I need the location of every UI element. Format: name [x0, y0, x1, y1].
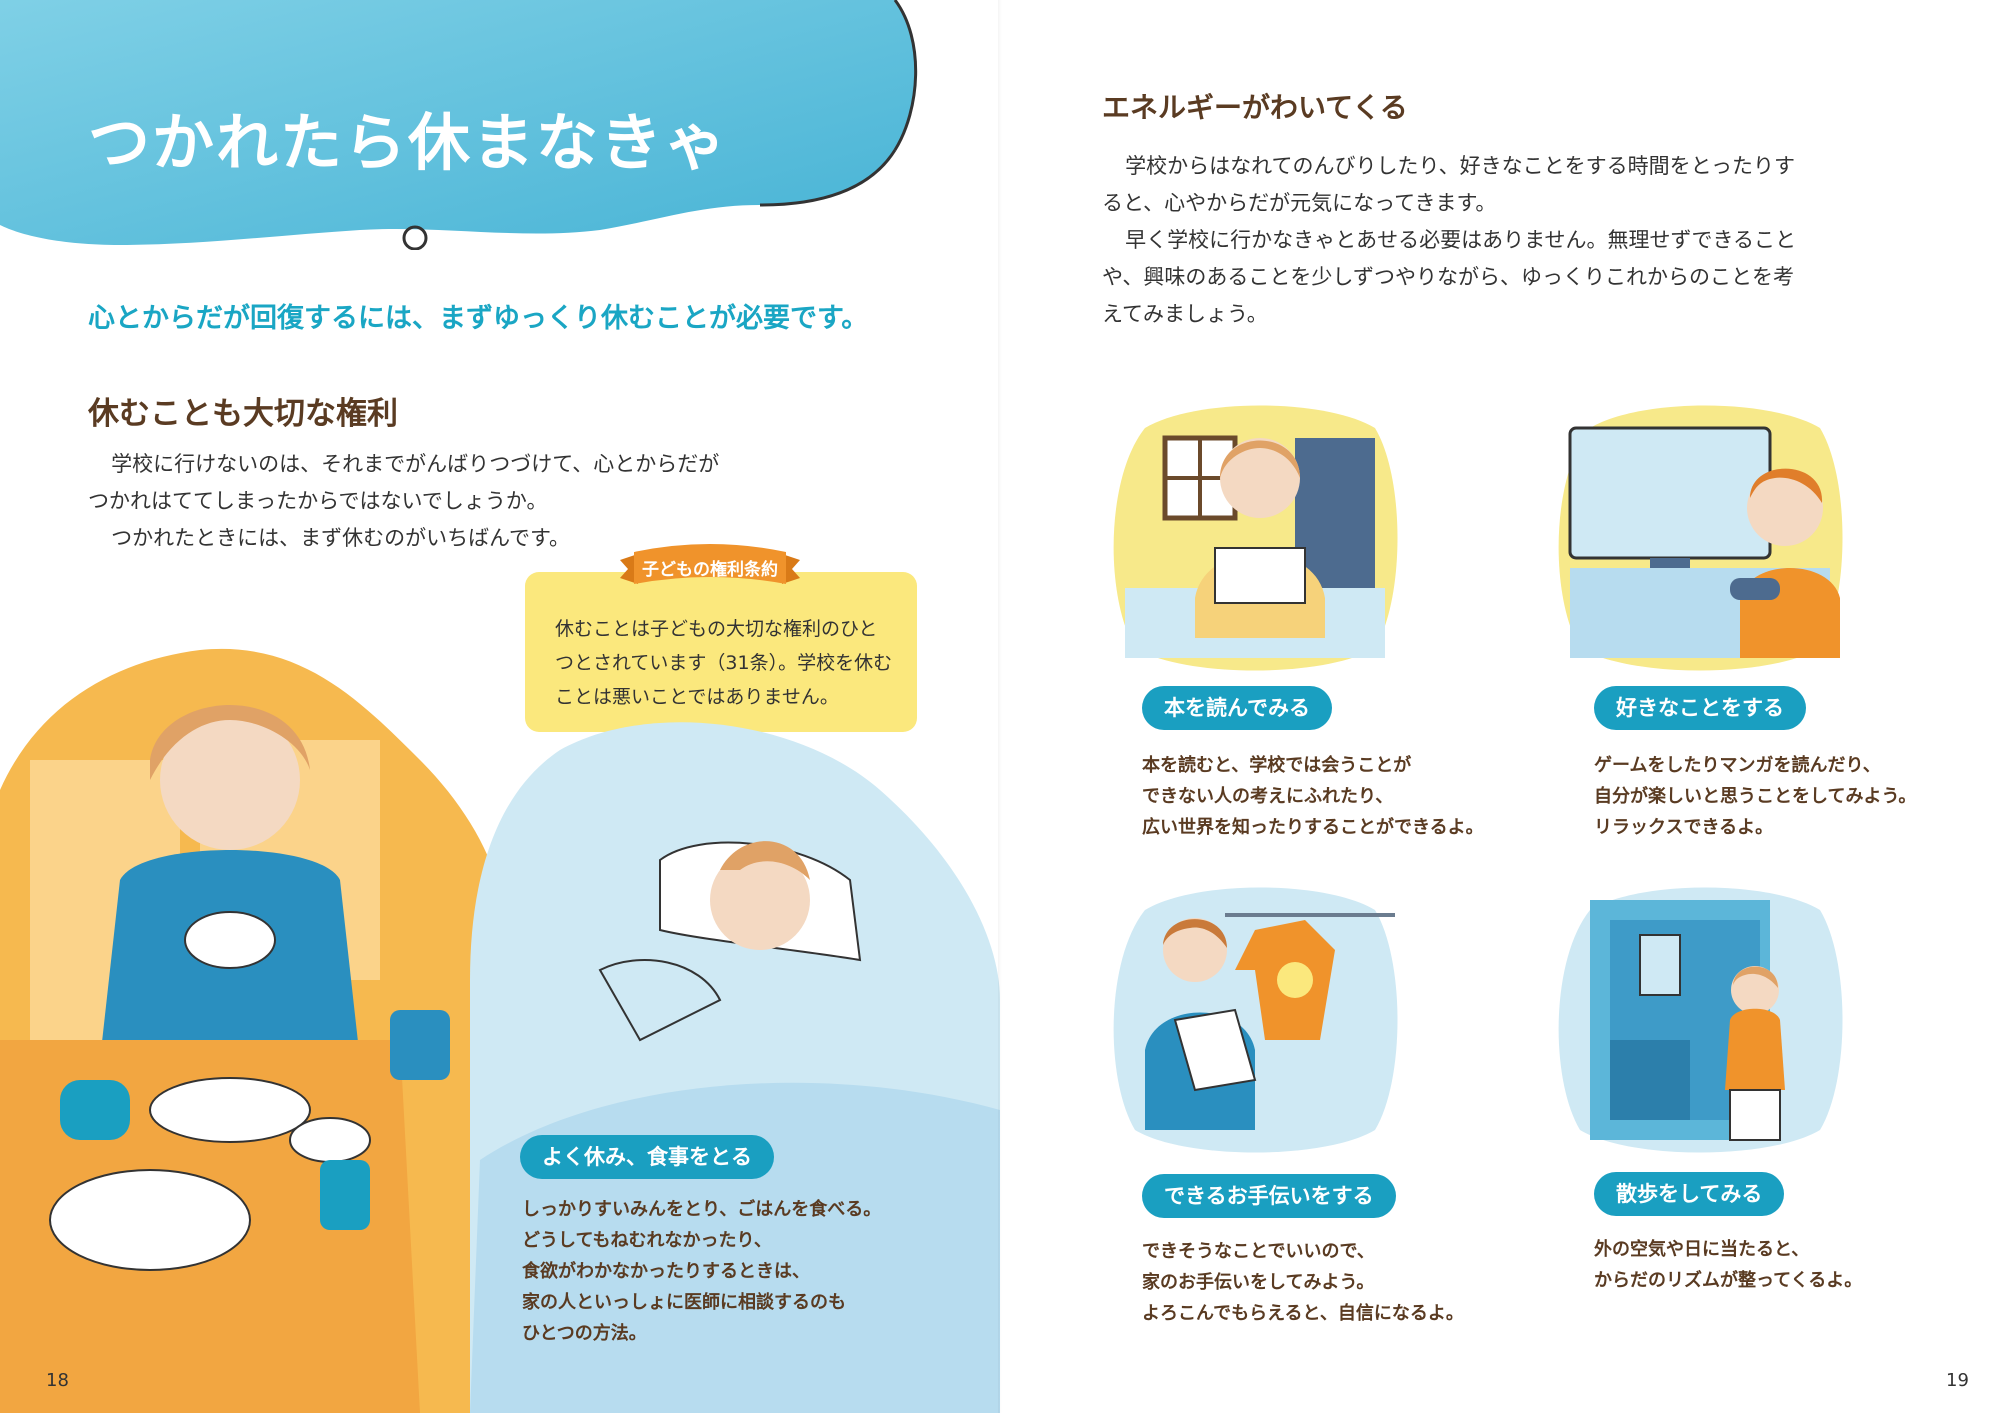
card-label-reading: 本を読んでみる — [1142, 686, 1332, 730]
card-label-hobby: 好きなことをする — [1594, 686, 1806, 730]
section-heading-energy: エネルギーがわいてくる — [1102, 91, 1408, 124]
sleeping-person-head — [710, 850, 810, 950]
paragraph-line: 早く学校に行かなきゃとあせる必要はありません。無理せずできることや、興味のあるこ… — [1102, 228, 1797, 326]
caption-line: 自分が楽しいと思うことをしてみよう。 — [1594, 786, 1917, 807]
lead-text: 心とからだが回復するには、まずゆっくり休むことが必要です。 — [88, 303, 869, 334]
left-page: つかれたら休まなきゃ 心とからだが回復するには、まずゆっくり休むことが必要です。… — [0, 0, 1000, 1413]
caption-line: 家の人といっしょに医師に相談するのも — [522, 1292, 846, 1313]
caption-line: できない人の考えにふれたり、 — [1142, 786, 1394, 807]
caption-line: どうしてもねむれなかったり、 — [522, 1230, 772, 1251]
walk-illustration — [1558, 887, 1843, 1153]
rights-note-box: 休むことは子どもの大切な権利のひとつとされています（31条）。学校を休むことは悪… — [525, 572, 917, 732]
caption-line: 食欲がわかなかったりするときは、 — [522, 1261, 810, 1282]
caption-line: 家のお手伝いをしてみよう。 — [1142, 1272, 1375, 1293]
mug — [390, 1010, 450, 1080]
section-heading-rest: 休むことも大切な権利 — [88, 396, 398, 432]
caption-line: 本を読むと、学校では会うことが — [1142, 755, 1412, 776]
caption-line: 外の空気や日に当たると、 — [1594, 1239, 1810, 1260]
caption-line: からだのリズムが整ってくるよ。 — [1594, 1270, 1863, 1291]
rights-note-text: 休むことは子どもの大切な権利のひとつとされています（31条）。学校を休むことは悪… — [555, 618, 893, 708]
card-caption-reading: 本を読むと、学校では会うことが できない人の考えにふれたり、 広い世界を知ったり… — [1142, 750, 1542, 843]
right-page: エネルギーがわいてくる 学校からはなれてのんびりしたり、好きなことをする時間をと… — [1000, 0, 2000, 1413]
ribbon-label: 子どもの権利条約 — [642, 559, 778, 580]
caption-line: 広い世界を知ったりすることができるよ。 — [1142, 817, 1484, 838]
energy-paragraph: 学校からはなれてのんびりしたり、好きなことをする時間をとったりすると、心やからだ… — [1102, 148, 1802, 333]
caption-line: よろこんでもらえると、自信になるよ。 — [1142, 1303, 1464, 1324]
caption-line: しっかりすいみんをとり、ごはんを食べる。 — [522, 1199, 882, 1220]
paragraph-line: 学校に行けないのは、それまでがんばりつづけて、心とからだが — [111, 452, 720, 476]
caption-line: リラックスできるよ。 — [1594, 817, 1774, 838]
page-title: つかれたら休まなきゃ — [88, 106, 729, 179]
caption-line: ひとつの方法。 — [522, 1323, 647, 1344]
eating-person-head — [160, 710, 300, 850]
meal-and-sleep-illustration — [0, 648, 1000, 1413]
page-number-left: 18 — [46, 1370, 69, 1391]
caption-line: ゲームをしたりマンガを読んだり、 — [1594, 755, 1881, 776]
video-game-illustration — [1558, 405, 1843, 671]
ribbon-badge: 子どもの権利条約 — [620, 544, 800, 584]
rest-card-label: よく休み、食事をとる — [520, 1135, 774, 1179]
card-caption-hobby: ゲームをしたりマンガを読んだり、 自分が楽しいと思うことをしてみよう。 リラック… — [1594, 750, 1994, 843]
rest-paragraph: 学校に行けないのは、それまでがんばりつづけて、心とからだが つかれはててしまった… — [88, 446, 788, 557]
card-label-walk: 散歩をしてみる — [1594, 1172, 1785, 1216]
page-number-right: 19 — [1946, 1370, 1969, 1391]
book-reading-illustration — [1113, 405, 1398, 671]
page-gutter — [998, 0, 1002, 1413]
laundry-illustration — [1113, 887, 1398, 1153]
card-caption-walk: 外の空気や日に当たると、 からだのリズムが整ってくるよ。 — [1594, 1234, 1994, 1296]
paragraph-line: 学校からはなれてのんびりしたり、好きなことをする時間をとったりすると、心やからだ… — [1102, 154, 1795, 215]
rest-card-caption: しっかりすいみんをとり、ごはんを食べる。 どうしてもねむれなかったり、 食欲がわ… — [522, 1194, 982, 1349]
title-cloud-shape — [0, 0, 918, 250]
card-caption-chores: できそうなことでいいので、 家のお手伝いをしてみよう。 よろこんでもらえると、自… — [1142, 1236, 1542, 1329]
caption-line: できそうなことでいいので、 — [1142, 1241, 1375, 1262]
paragraph-line: つかれたときには、まず休むのがいちばんです。 — [111, 526, 570, 550]
paragraph-line: つかれはててしまったからではないでしょうか。 — [88, 489, 548, 513]
card-label-chores: できるお手伝いをする — [1142, 1174, 1396, 1218]
